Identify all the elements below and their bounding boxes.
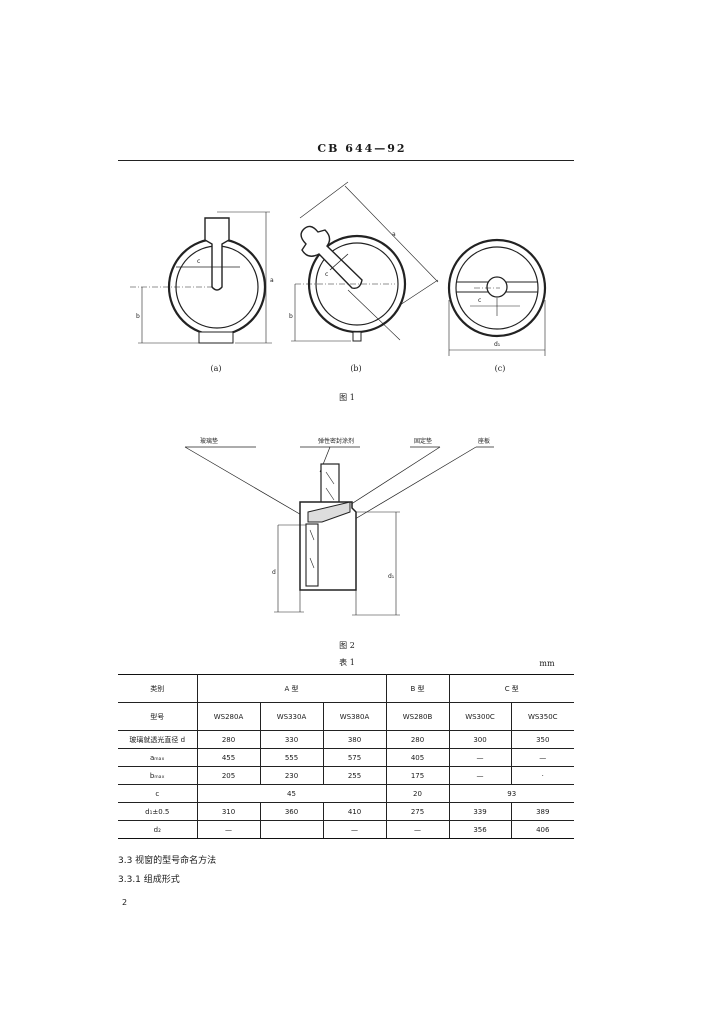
fig1-sub-a: (a) <box>210 364 222 373</box>
table-row: d₁±0.5 310 360 410 275 339 389 <box>118 802 574 821</box>
header-rule <box>118 160 574 161</box>
table-row: aₘₐₓ 455 555 575 405 — — <box>118 748 574 767</box>
table-cell: aₘₐₓ <box>118 748 198 767</box>
table-cell: d₁±0.5 <box>118 802 198 821</box>
table-cell: — <box>448 748 512 767</box>
fig1-sub-b: (b) <box>350 364 362 373</box>
figure2-caption: 图 2 <box>339 641 355 650</box>
header-cell: WS280B <box>385 702 450 731</box>
table-row: d₂ — — — 356 406 <box>118 820 574 839</box>
table-cell: — <box>385 820 450 839</box>
table-cell: 310 <box>196 802 261 821</box>
header-type-c: C 型 <box>448 674 574 703</box>
table-cell: 356 <box>448 820 512 839</box>
table1-unit: mm <box>539 659 555 668</box>
fig2-label-sealant: 弹性密封涂剂 <box>318 437 354 445</box>
table-cell <box>259 820 324 839</box>
table-cell: — <box>448 766 512 785</box>
header-cell: WS380A <box>322 702 387 731</box>
table-cell: 455 <box>196 748 261 767</box>
fig1a-dim-a: a <box>270 277 274 284</box>
table-row: 玻璃就透光直径 d 280 330 380 280 300 350 <box>118 730 574 749</box>
section-3-3-heading: 3.3 视窗的型号命名方法 <box>118 856 217 866</box>
header-type-a: A 型 <box>196 674 387 703</box>
table-cell: 330 <box>259 730 324 749</box>
fig2-dim-d1: d₁ <box>388 573 395 580</box>
table-header-row: 类别 A 型 B 型 C 型 <box>118 674 574 703</box>
table-cell: 玻璃就透光直径 d <box>118 730 198 749</box>
table-cell: 280 <box>385 730 450 749</box>
table-cell: — <box>322 820 387 839</box>
fig1b-dim-b: b <box>289 313 293 320</box>
table-cell: 230 <box>259 766 324 785</box>
table-cell: 389 <box>510 802 574 821</box>
table-cell: bₘₐₓ <box>118 766 198 785</box>
figure2-section <box>184 446 494 616</box>
table-cell: · <box>510 766 574 785</box>
section-3-3-1-heading: 3.3.1 组成形式 <box>118 875 180 885</box>
figure1-caption: 图 1 <box>339 393 355 402</box>
fig1-sub-c: (c) <box>494 364 506 373</box>
fig1b-dim-a: a <box>392 231 396 238</box>
page-number: 2 <box>122 898 128 907</box>
table-cell: 555 <box>259 748 324 767</box>
table-cell: 205 <box>196 766 261 785</box>
table-cell: 45 <box>196 784 387 803</box>
header-category: 类别 <box>118 674 198 703</box>
table-cell: 255 <box>322 766 387 785</box>
table-cell: 405 <box>385 748 450 767</box>
fig2-label-glass-pad: 玻璃垫 <box>200 437 218 445</box>
standard-code: CB 644—92 <box>317 142 407 155</box>
fig2-dim-d: d <box>272 569 276 576</box>
table-cell: 339 <box>448 802 512 821</box>
table-cell: 360 <box>259 802 324 821</box>
table-row: bₘₐₓ 205 230 255 175 — · <box>118 766 574 785</box>
header-cell: WS330A <box>259 702 324 731</box>
header-cell: WS350C <box>510 702 574 731</box>
table-cell: d₂ <box>118 820 198 839</box>
fig2-label-seat: 座板 <box>478 437 490 445</box>
table-cell: 275 <box>385 802 450 821</box>
table-cell: — <box>196 820 261 839</box>
table-cell: 93 <box>448 784 574 803</box>
table-cell: 380 <box>322 730 387 749</box>
table1-title: 表 1 <box>339 658 355 667</box>
table-cell: 280 <box>196 730 261 749</box>
header-type-b: B 型 <box>385 674 450 703</box>
fig1c-dim-d1: d₁ <box>494 341 501 348</box>
fig1a-dim-b: b <box>136 313 140 320</box>
figure1-view-a <box>130 211 272 344</box>
table-cell: 20 <box>385 784 450 803</box>
figure1-view-b <box>291 181 439 342</box>
spec-table: 类别 A 型 B 型 C 型 型号 WS280A WS330A WS380A W… <box>118 674 574 839</box>
table-cell: 575 <box>322 748 387 767</box>
table-cell: c <box>118 784 198 803</box>
figure1-view-c <box>447 238 547 356</box>
fig1c-dim-c: c <box>478 297 481 304</box>
table-cell: — <box>510 748 574 767</box>
table-cell: 175 <box>385 766 450 785</box>
fig1b-dim-c: c <box>325 271 328 278</box>
figures-drawing: c a b c a b c d₁ d d₁ 玻璃垫 弹性密封涂剂 固定垫 座板 <box>130 181 547 616</box>
table-row-c: c 45 20 93 <box>118 784 574 803</box>
fig2-label-fixing-ring: 固定垫 <box>414 437 432 445</box>
table-cell: 406 <box>510 820 574 839</box>
header-cell: WS280A <box>196 702 261 731</box>
header-cell: WS300C <box>448 702 512 731</box>
fig1a-dim-c: c <box>197 258 200 265</box>
table-cell: 350 <box>510 730 574 749</box>
table-cell: 410 <box>322 802 387 821</box>
table-header-row: 型号 WS280A WS330A WS380A WS280B WS300C WS… <box>118 702 574 731</box>
table-cell: 300 <box>448 730 512 749</box>
header-cell: 型号 <box>118 702 198 731</box>
